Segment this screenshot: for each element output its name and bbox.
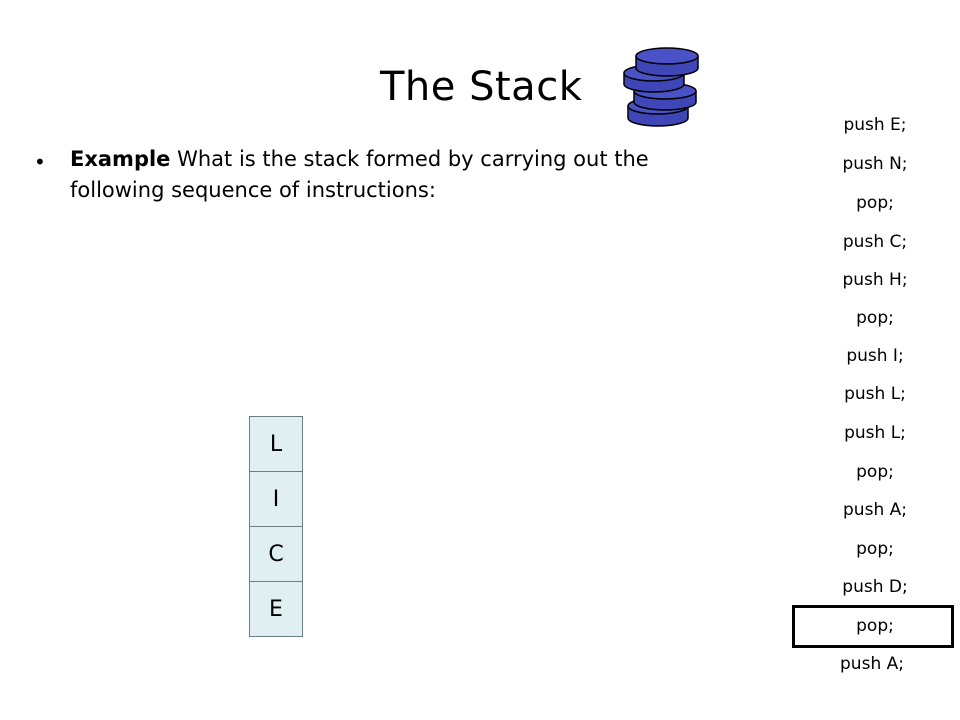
stack-cell: L [249, 416, 303, 472]
bullet-marker: • [34, 150, 46, 174]
stack-cell: I [249, 471, 303, 527]
instruction-item: push I; [846, 346, 904, 366]
bullet-body: What is the stack formed by carrying out… [70, 147, 649, 202]
bullet-text: Example What is the stack formed by carr… [70, 144, 730, 206]
instruction-item: pop; [856, 308, 894, 328]
instruction-item: push H; [842, 270, 908, 290]
bullet-emphasis: Example [70, 147, 171, 171]
instruction-item: pop; [856, 462, 894, 482]
instruction-item: push L; [844, 384, 906, 404]
instruction-item: pop; [856, 193, 894, 213]
instruction-item: push A; [843, 500, 907, 520]
slide-title: The Stack [380, 64, 583, 110]
stack-of-disks-icon [618, 44, 700, 130]
instruction-item: push N; [842, 154, 908, 174]
instruction-item: push E; [843, 115, 907, 135]
instruction-item-current: pop; [856, 616, 894, 636]
instruction-item: push C; [842, 232, 908, 252]
instruction-item: push A; [840, 654, 904, 674]
stack-diagram: L I C E [249, 416, 303, 637]
stack-cell: C [249, 526, 303, 582]
instruction-item: push D; [842, 577, 908, 597]
current-instruction-highlight [792, 605, 954, 648]
instruction-item: push L; [844, 423, 906, 443]
stack-cell: E [249, 581, 303, 637]
instruction-item: pop; [856, 539, 894, 559]
